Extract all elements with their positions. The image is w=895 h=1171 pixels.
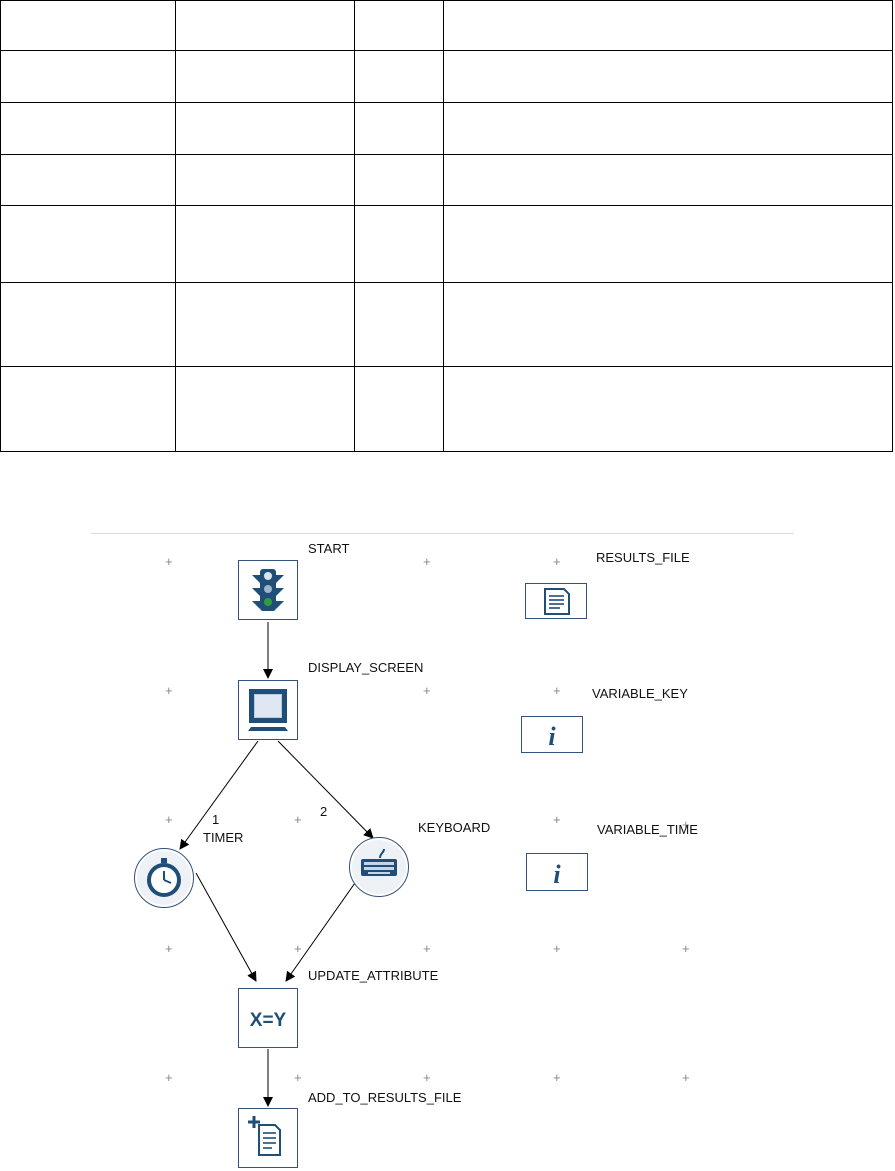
traffic-light-icon	[252, 569, 284, 611]
grid-marker: +	[165, 554, 173, 569]
keyboard-icon	[352, 840, 406, 894]
svg-text:i: i	[553, 860, 561, 889]
update-attribute-label: UPDATE_ATTRIBUTE	[308, 968, 439, 983]
display-screen-node[interactable]	[238, 680, 298, 740]
grid-marker: +	[165, 1070, 173, 1085]
grid-marker: +	[294, 1070, 302, 1085]
edge-label-timer: 1	[212, 812, 220, 827]
monitor-icon	[248, 689, 288, 731]
display-screen-label: DISPLAY_SCREEN	[308, 660, 424, 675]
table-border-left	[0, 0, 1, 452]
variable-time-node[interactable]: i	[526, 853, 588, 891]
info-icon: i	[548, 722, 556, 751]
grid-marker: +	[165, 812, 173, 827]
edge-timer-to-update-attribute	[195, 872, 257, 982]
add-to-results-file-label: ADD_TO_RESULTS_FILE	[308, 1090, 462, 1105]
grid-marker: +	[553, 1070, 561, 1085]
grid-marker: +	[553, 554, 561, 569]
grid-marker: +	[294, 812, 302, 827]
empty-table	[0, 0, 893, 452]
keyboard-label: KEYBOARD	[418, 820, 491, 835]
table-column-divider	[443, 0, 444, 452]
start-label: START	[308, 541, 350, 556]
edge-display-screen-to-timer	[179, 740, 259, 850]
grid-marker: +	[682, 817, 690, 832]
stopwatch-icon	[137, 851, 191, 905]
add-to-results-file-node[interactable]	[238, 1108, 298, 1168]
grid-marker: +	[553, 941, 561, 956]
timer-label: TIMER	[203, 830, 244, 845]
variable-key-label: VARIABLE_KEY	[592, 686, 688, 701]
grid-marker: +	[423, 554, 431, 569]
grid-marker: +	[553, 683, 561, 698]
variable-key-node[interactable]: i	[521, 716, 583, 753]
table-row-divider	[0, 102, 893, 103]
keyboard-node[interactable]	[349, 837, 409, 897]
update-attribute-node[interactable]: X=Y	[238, 988, 298, 1048]
grid-marker: +	[423, 1070, 431, 1085]
grid-marker: +	[682, 941, 690, 956]
table-row-divider	[0, 205, 893, 206]
assignment-glyph: X=Y	[250, 1010, 287, 1031]
table-row-divider	[0, 282, 893, 283]
table-row-divider	[0, 366, 893, 367]
edge-keyboard-to-update-attribute	[285, 872, 363, 982]
grid-marker: +	[423, 683, 431, 698]
grid-marker: +	[294, 941, 302, 956]
grid-marker: +	[165, 683, 173, 698]
table-border-top	[0, 0, 893, 1]
start-node[interactable]	[238, 560, 298, 620]
table-column-divider	[175, 0, 176, 452]
grid-marker: +	[553, 812, 561, 827]
edge-display-screen-to-keyboard	[277, 740, 374, 839]
assignment-icon: X=Y	[250, 1010, 287, 1031]
info-icon: i	[553, 860, 561, 889]
edge-label-keyboard: 2	[320, 804, 328, 819]
canvas-top-rule	[91, 533, 794, 534]
svg-text:i: i	[548, 722, 556, 751]
variable-time-label: VARIABLE_TIME	[597, 822, 698, 837]
table-row-divider	[0, 154, 893, 155]
document-icon	[544, 588, 570, 615]
table-row-divider	[0, 50, 893, 51]
table-column-divider	[354, 0, 355, 452]
timer-node[interactable]	[134, 848, 194, 908]
results-file-label: RESULTS_FILE	[596, 550, 690, 565]
grid-marker: +	[423, 941, 431, 956]
grid-marker: +	[165, 941, 173, 956]
table-border-right	[892, 0, 893, 452]
add-document-icon	[248, 1116, 281, 1156]
grid-marker: +	[682, 1070, 690, 1085]
results-file-node[interactable]	[525, 583, 587, 619]
table-border-bottom	[0, 451, 893, 452]
